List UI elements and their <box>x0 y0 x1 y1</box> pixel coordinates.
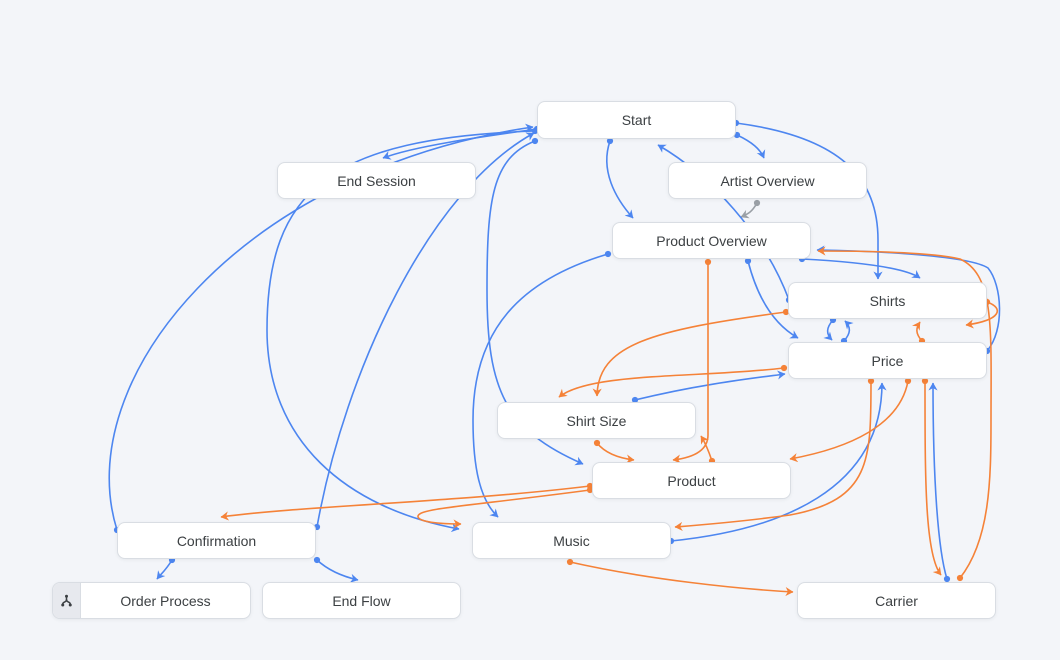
edge-source-dot <box>566 558 574 566</box>
edge-source-dot <box>593 439 601 447</box>
node-label: Product <box>667 472 716 489</box>
node-label: Music <box>553 532 590 549</box>
node-label: End Session <box>337 172 416 189</box>
node-end-session[interactable]: End Session <box>277 162 476 199</box>
edge-price-to-shirt-size <box>558 367 785 398</box>
edge-product-to-confirmation <box>220 485 591 521</box>
edge-start-to-artist-overview <box>736 134 766 159</box>
node-label: Shirts <box>869 292 906 309</box>
node-product[interactable]: Product <box>592 462 791 499</box>
node-label: Confirmation <box>176 532 257 549</box>
node-music[interactable]: Music <box>472 522 671 559</box>
edge-source-dot <box>780 364 788 372</box>
edge-source-dot <box>704 258 712 266</box>
edge-product-to-music <box>417 489 591 529</box>
node-label: Carrier <box>875 592 918 609</box>
edge-music-to-carrier <box>569 561 794 597</box>
node-label: Start <box>621 112 652 128</box>
edge-source-dot <box>531 137 539 145</box>
node-label: End Flow <box>332 592 391 609</box>
node-shirt-size[interactable]: Shirt Size <box>497 402 696 439</box>
node-label: Artist Overview <box>720 172 815 189</box>
node-shirts[interactable]: Shirts <box>788 282 987 319</box>
edge-product-overview-to-shirts <box>801 258 921 279</box>
edge-price-to-shirts <box>912 321 923 342</box>
flow-branch-icon <box>53 583 81 618</box>
edge-price-to-carrier <box>924 380 942 576</box>
edge-price-to-shirts <box>843 320 854 342</box>
edge-product-to-shirt-size <box>700 435 713 462</box>
edge-source-dot <box>956 574 964 582</box>
edge-confirmation-to-end-flow <box>316 559 359 583</box>
node-price[interactable]: Price <box>788 342 987 379</box>
node-label: Shirt Size <box>566 412 627 429</box>
node-order-process[interactable]: Order Process <box>52 582 251 619</box>
node-end-flow[interactable]: End Flow <box>262 582 461 619</box>
edge-price-to-product <box>789 380 909 463</box>
node-label: Order Process <box>120 592 211 609</box>
edge-confirmation-to-order-process <box>156 559 173 580</box>
node-label: Price <box>871 352 904 369</box>
edge-start-to-product-overview <box>606 140 634 219</box>
edge-shirts-to-shirt-size <box>592 311 787 397</box>
edge-artist-overview-to-product-overview <box>740 202 758 219</box>
edge-product-overview-to-music <box>472 253 609 518</box>
edge-carrier-to-price <box>928 382 948 580</box>
edge-price-to-music <box>674 380 872 531</box>
edge-source-dot <box>753 199 761 207</box>
edge-shirts-to-price <box>823 319 834 341</box>
node-start[interactable]: Start <box>537 101 736 139</box>
node-carrier[interactable]: Carrier <box>797 582 996 619</box>
edge-start-to-end-session <box>382 128 538 160</box>
edge-source-dot <box>604 250 612 258</box>
node-label: Product Overview <box>656 232 767 249</box>
node-product-overview[interactable]: Product Overview <box>612 222 811 259</box>
node-confirmation[interactable]: Confirmation <box>117 522 316 559</box>
edge-shirt-size-to-price <box>634 370 786 401</box>
node-artist-overview[interactable]: Artist Overview <box>668 162 867 199</box>
edge-shirt-size-to-product <box>596 442 635 464</box>
